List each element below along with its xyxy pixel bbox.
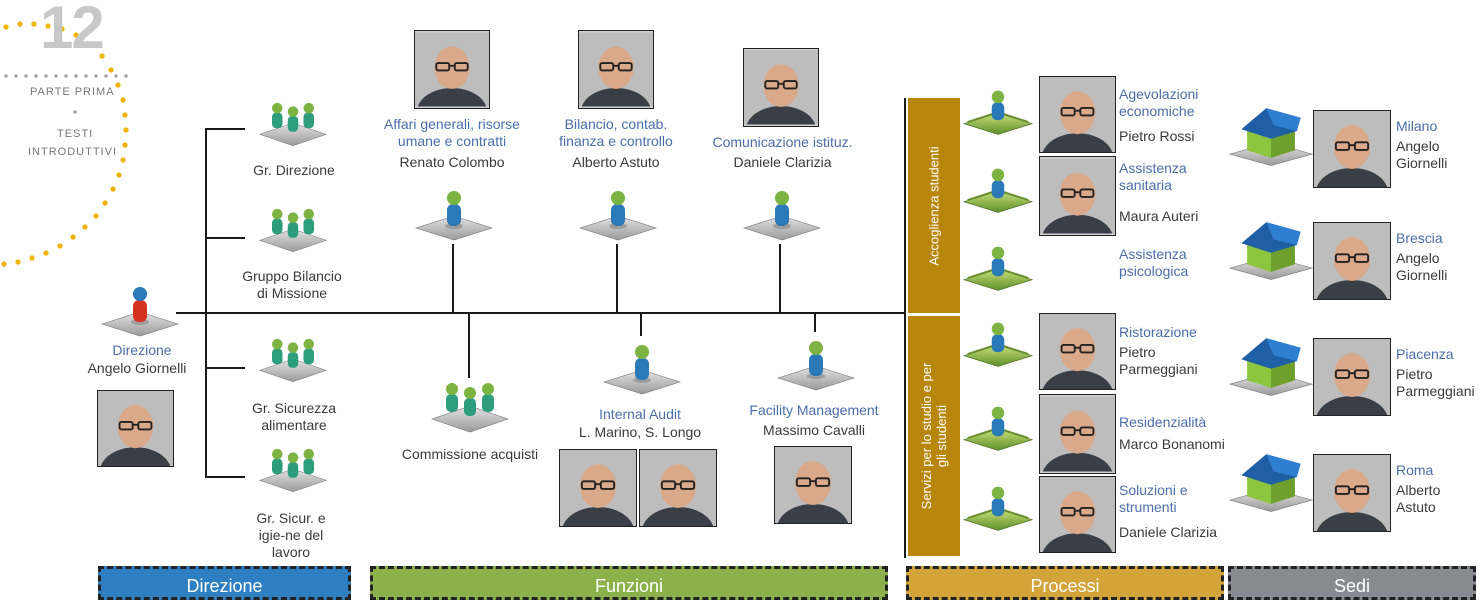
process-group-servizi: Servizi per lo studio e per gli studenti [908, 316, 960, 556]
bracket-arm-2 [205, 237, 245, 239]
section-label-3: INTRODUTTIVI [28, 146, 117, 158]
band-sedi: Sedi [1228, 566, 1476, 600]
function-title-affari: Affari generali, risorse umane e contrat… [384, 116, 520, 149]
page-corner-dots [1, 21, 129, 267]
person-icon-facility [776, 336, 856, 392]
page-number: 12 [40, 0, 105, 61]
process-name-soluzioni: Daniele Clarizia [1119, 524, 1218, 540]
photo-soluzioni [1039, 476, 1116, 553]
direzione-name: Angelo Giornelli [87, 360, 187, 376]
band-processi: Processi [906, 566, 1224, 600]
group-label-4: Gr. Sicur. e igie-ne del lavoro [256, 510, 326, 560]
facility-title: Facility Management [749, 402, 879, 418]
drop-audit [640, 312, 642, 336]
person-icon-affari [414, 186, 494, 242]
sede-city-piacenza: Piacenza [1396, 346, 1454, 362]
person-icon-direzione [100, 282, 180, 338]
function-name-comunicazione: Daniele Clarizia [733, 154, 832, 170]
sede-name-brescia: Angelo Giornelli [1396, 250, 1448, 283]
process-icon-psicologica [962, 244, 1034, 294]
group-icon-igiene [258, 444, 328, 494]
sede-city-roma: Roma [1396, 462, 1434, 478]
photo-facility [774, 446, 852, 524]
process-group-accoglienza: Accoglienza studenti [908, 98, 960, 313]
process-name-agevolazioni: Pietro Rossi [1119, 128, 1195, 144]
process-icon-sanitaria [962, 166, 1034, 216]
photo-roma [1313, 454, 1391, 532]
band-direzione: Direzione [98, 566, 351, 600]
bracket-arm-4 [205, 476, 245, 478]
group-label-2: Gruppo Bilancio di Missione [242, 268, 342, 301]
group-label-1: Gr. Direzione [253, 162, 335, 178]
group-icon-bilancio [258, 204, 328, 254]
process-title-residenzialita: Residenzialità [1119, 414, 1207, 430]
process-vertical-line [904, 98, 906, 558]
bracket-arm-3 [205, 367, 245, 369]
photo-direzione [97, 390, 174, 467]
group-label-3: Gr. Sicurezza alimentare [251, 400, 337, 433]
photo-audit-marino [559, 449, 637, 527]
person-icon-bilancio [578, 186, 658, 242]
audit-names: L. Marino, S. Longo [578, 424, 702, 440]
process-title-sanitaria: Assistenza sanitaria [1119, 160, 1187, 193]
function-title-bilancio: Bilancio, contab. finanza e controllo [559, 116, 673, 149]
photo-sanitaria [1039, 156, 1116, 236]
photo-ristorazione [1039, 313, 1116, 390]
photo-audit-longo [639, 449, 717, 527]
band-funzioni: Funzioni [370, 566, 888, 600]
photo-piacenza [1313, 338, 1391, 416]
sede-city-milano: Milano [1396, 118, 1438, 134]
commissione-label: Commissione acquisti [401, 446, 539, 462]
house-icon-milano [1228, 100, 1314, 168]
facility-name: Massimo Cavalli [763, 422, 865, 438]
drop-facility [814, 312, 816, 332]
drop-affari [452, 244, 454, 314]
photo-brescia [1313, 222, 1391, 300]
photo-agevolazioni [1039, 76, 1116, 153]
photo-residenzialita [1039, 394, 1116, 474]
process-icon-agevolazioni [962, 88, 1034, 138]
process-group-accoglienza-label: Accoglienza studenti [926, 145, 942, 266]
photo-affari [414, 30, 490, 109]
function-name-affari: Renato Colombo [399, 154, 505, 170]
house-icon-brescia [1228, 214, 1314, 282]
direzione-title: Direzione [112, 342, 172, 358]
drop-comunicazione [779, 244, 781, 314]
group-icon-sicurezza [258, 334, 328, 384]
bracket-arm-1 [205, 128, 245, 130]
photo-milano [1313, 110, 1391, 188]
house-icon-roma [1228, 446, 1314, 514]
process-icon-residenzialita [962, 404, 1034, 454]
sede-name-roma: Alberto Astuto [1396, 482, 1441, 515]
process-title-ristorazione: Ristorazione [1119, 324, 1197, 340]
function-title-comunicazione: Comunicazione istituz. [712, 134, 853, 150]
function-name-bilancio: Alberto Astuto [572, 154, 660, 170]
process-icon-ristorazione [962, 320, 1034, 370]
process-title-soluzioni: Soluzioni e strumenti [1119, 482, 1188, 515]
section-label-2: TESTI [57, 128, 94, 140]
process-name-ristorazione: Pietro Parmeggiani [1119, 344, 1198, 377]
person-icon-audit [602, 340, 682, 396]
sede-name-piacenza: Pietro Parmeggiani [1396, 366, 1475, 399]
main-horizontal-line [176, 312, 906, 314]
person-icon-comunicazione [742, 186, 822, 242]
process-name-residenzialita: Marco Bonanomi [1119, 436, 1225, 452]
photo-comunicazione [743, 48, 819, 127]
photo-bilancio [578, 30, 654, 109]
drop-commissione [468, 312, 470, 378]
house-icon-piacenza [1228, 330, 1314, 398]
group-icon-commissione [430, 378, 510, 434]
sede-city-brescia: Brescia [1396, 230, 1443, 246]
process-title-agevolazioni: Agevolazioni economiche [1119, 86, 1199, 119]
group-icon-direzione [258, 98, 328, 148]
drop-bilancio [616, 244, 618, 314]
audit-title: Internal Audit [599, 406, 681, 422]
sede-name-milano: Angelo Giornelli [1396, 138, 1448, 171]
section-label-1: PARTE PRIMA [30, 86, 115, 98]
process-group-servizi-label: Servizi per lo studio e per gli studenti [919, 362, 949, 510]
process-name-sanitaria: Maura Auteri [1119, 208, 1199, 224]
process-icon-soluzioni [962, 484, 1034, 534]
group-bracket-vertical [205, 128, 207, 478]
process-title-psicologica: Assistenza psicologica [1119, 246, 1189, 279]
